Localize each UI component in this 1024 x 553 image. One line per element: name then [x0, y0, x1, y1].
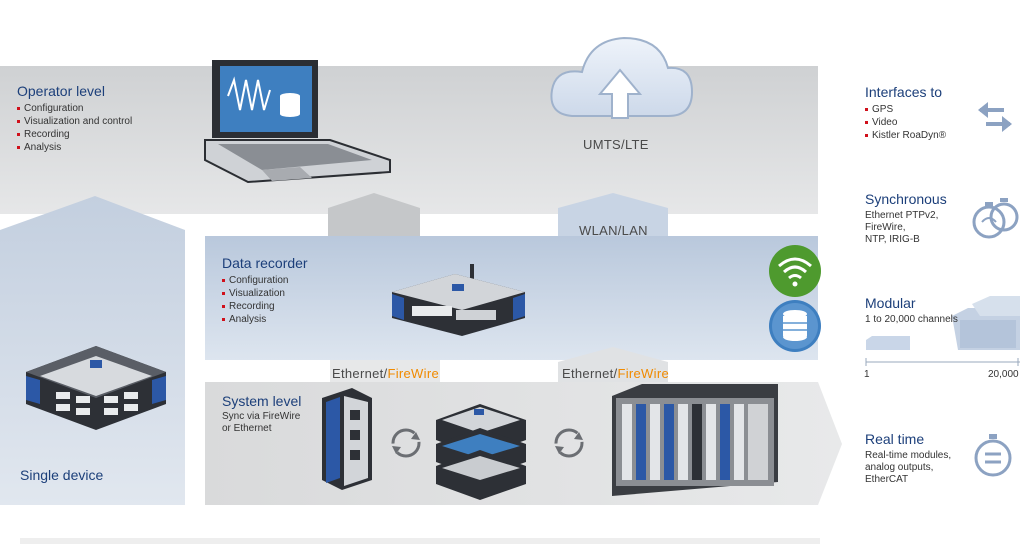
synchronous-line: NTP, IRIG-B	[865, 234, 920, 245]
realtime-line: EtherCAT	[865, 474, 909, 485]
modular-scale-max: 20,000	[988, 369, 1019, 380]
cloud-upload-icon	[550, 36, 694, 119]
firewire-text: FireWire	[387, 366, 439, 381]
operator-item: Configuration	[17, 102, 132, 115]
interfaces-list: GPS Video Kistler RoaDyn®	[865, 103, 946, 142]
modular-scale-min: 1	[864, 369, 870, 380]
recorder-item: Configuration	[222, 274, 308, 287]
modular-block: Modular 1 to 20,000 channels	[865, 295, 958, 326]
stacked-devices-image	[436, 404, 526, 500]
ethernet-link-right	[558, 347, 668, 382]
realtime-line: Real-time modules,	[865, 450, 952, 461]
synchronous-title: Synchronous	[865, 191, 947, 207]
rack-system-image	[612, 384, 778, 496]
data-recorder-block: Data recorder Configuration Visualizatio…	[222, 255, 308, 326]
laptop-icon	[204, 60, 391, 184]
stopwatch-icon	[974, 434, 1012, 477]
module-stack-image	[322, 388, 372, 490]
wlan-uplink-arrow	[558, 193, 668, 236]
clock-sync-icon	[972, 198, 1019, 239]
wifi-icon	[769, 245, 821, 297]
interfaces-title: Interfaces to	[865, 84, 943, 100]
modular-title: Modular	[865, 295, 916, 311]
operator-level-block: Operator level Configuration Visualizati…	[17, 83, 132, 154]
firewire-text: FireWire	[617, 366, 669, 381]
operator-level-list: Configuration Visualization and control …	[17, 102, 132, 154]
system-level-title: System level	[222, 393, 302, 409]
arrows-exchange-icon	[978, 102, 1012, 132]
wlan-lan-label: WLAN/LAN	[579, 223, 648, 238]
operator-item: Analysis	[17, 141, 132, 154]
umts-lte-label: UMTS/LTE	[583, 137, 649, 152]
modular-desc: 1 to 20,000 channels	[865, 314, 958, 325]
recorder-item: Recording	[222, 300, 308, 313]
interfaces-item: Video	[865, 116, 946, 129]
operator-level-title: Operator level	[17, 83, 105, 99]
data-recorder-device-image	[392, 264, 525, 336]
recorder-item: Visualization	[222, 287, 308, 300]
data-recorder-list: Configuration Visualization Recording An…	[222, 274, 308, 326]
ethernet-link-left	[330, 360, 440, 382]
operator-item: Recording	[17, 128, 132, 141]
floor-shadow	[20, 538, 820, 544]
ethernet-firewire-label-right: Ethernet/FireWire	[562, 366, 669, 381]
recorder-uplink-arrow	[328, 193, 420, 236]
single-device-label: Single device	[20, 467, 104, 483]
modular-channels-graphic	[865, 296, 1020, 366]
sync-icon-left	[391, 428, 421, 458]
realtime-title: Real time	[865, 431, 925, 447]
ethernet-text: Ethernet/	[562, 366, 618, 381]
synchronous-line: FireWire,	[865, 222, 906, 233]
operator-item: Visualization and control	[17, 115, 132, 128]
synchronous-block: Synchronous Ethernet PTPv2, FireWire, NT…	[865, 191, 947, 246]
synchronous-line: Ethernet PTPv2,	[865, 210, 939, 221]
system-level-desc-2: or Ethernet	[222, 423, 272, 434]
recorder-item: Analysis	[222, 313, 308, 326]
interfaces-block: Interfaces to GPS Video Kistler RoaDyn®	[865, 84, 946, 142]
realtime-block: Real time Real-time modules, analog outp…	[865, 431, 951, 486]
single-device-image	[26, 346, 166, 430]
realtime-line: analog outputs,	[865, 462, 934, 473]
system-level-block: System level Sync via FireWire or Ethern…	[222, 393, 301, 435]
ethernet-firewire-label-left: Ethernet/FireWire	[332, 366, 439, 381]
interfaces-item: Kistler RoaDyn®	[865, 129, 946, 142]
sync-icon-right	[554, 428, 584, 458]
system-level-desc-1: Sync via FireWire	[222, 411, 301, 422]
ethernet-text: Ethernet/	[332, 366, 388, 381]
data-recorder-title: Data recorder	[222, 255, 308, 271]
database-icon	[769, 300, 821, 352]
interfaces-item: GPS	[865, 103, 946, 116]
